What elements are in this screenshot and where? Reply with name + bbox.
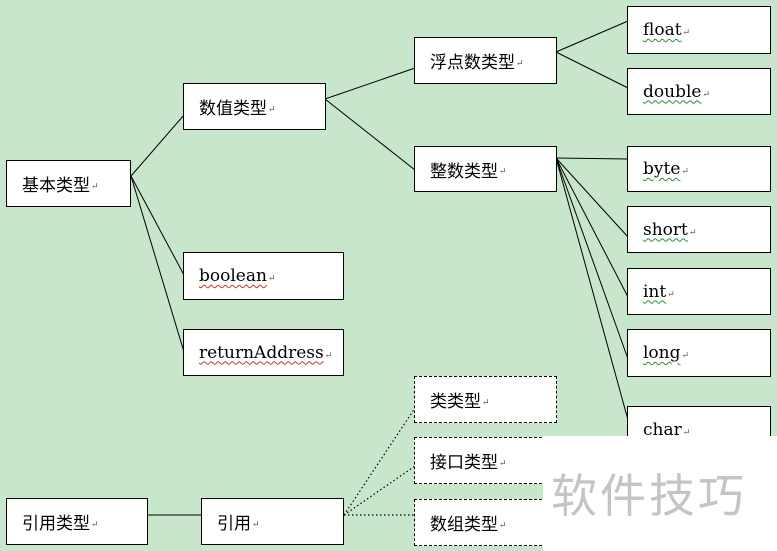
- paragraph-mark-icon: ↵: [268, 104, 276, 115]
- node-numeric-type-label: 数值类型: [199, 99, 267, 119]
- node-reference-type-label: 引用类型: [22, 514, 90, 534]
- node-numeric-type: 数值类型↵: [183, 83, 326, 130]
- paragraph-mark-icon: ↵: [682, 428, 691, 438]
- paragraph-mark-icon: ↵: [91, 519, 99, 530]
- node-short-label: short: [643, 219, 688, 240]
- connector-numeric-float-type: [324, 67, 416, 100]
- paragraph-mark-icon: ↵: [681, 167, 689, 177]
- node-integer-type-label: 整数类型: [430, 161, 498, 182]
- paragraph-mark-icon: ↵: [499, 167, 507, 177]
- paragraph-mark-icon: ↵: [482, 397, 490, 408]
- paragraph-mark-icon: ↵: [324, 350, 333, 361]
- connector-ref-class-type: [343, 407, 416, 516]
- connector-basic-numeric: [130, 114, 185, 177]
- node-int-label: int: [643, 281, 667, 302]
- connector-floattype-double: [555, 51, 629, 89]
- paragraph-mark-icon: ↵: [252, 519, 260, 530]
- node-long: long↵: [627, 329, 771, 377]
- node-boolean: boolean↵: [183, 252, 344, 300]
- paragraph-mark-icon: ↵: [688, 227, 697, 238]
- paragraph-mark-icon: ↵: [499, 520, 507, 531]
- node-reference-type: 引用类型↵: [6, 498, 148, 545]
- node-double-label: double: [643, 81, 702, 102]
- connector-numeric-integer-type: [324, 98, 416, 171]
- connector-basic-boolean: [130, 175, 185, 276]
- node-array-type-label: 数组类型: [430, 515, 498, 535]
- node-return-address: returnAddress↵: [183, 329, 344, 376]
- node-reference-label: 引用: [217, 514, 251, 534]
- connector-floattype-float: [555, 20, 629, 53]
- node-float: float↵: [627, 6, 771, 54]
- node-basic-type-label: 基本类型: [22, 176, 90, 196]
- connector-ref-interface-type: [343, 465, 416, 516]
- paragraph-mark-icon: ↵: [499, 458, 507, 469]
- connector-integer-int: [555, 157, 629, 298]
- node-float-label: float: [643, 20, 682, 40]
- node-class-type: 类类型↵: [414, 376, 557, 423]
- paragraph-mark-icon: ↵: [516, 58, 524, 69]
- watermark-panel: [543, 436, 777, 551]
- node-interface-type-label: 接口类型: [430, 453, 498, 473]
- paragraph-mark-icon: ↵: [91, 181, 99, 192]
- node-basic-type: 基本类型↵: [6, 160, 131, 207]
- node-byte: byte↵: [627, 146, 771, 192]
- node-char-label: char: [643, 420, 682, 440]
- connector-basic-returnaddress: [130, 175, 185, 353]
- node-float-type-label: 浮点数类型: [430, 53, 515, 73]
- node-interface-type: 接口类型↵: [414, 437, 557, 484]
- connector-integer-byte: [555, 157, 629, 160]
- node-integer-type: 整数类型↵: [414, 146, 557, 192]
- paragraph-mark-icon: ↵: [267, 274, 276, 284]
- connector-integer-long: [555, 157, 629, 360]
- paragraph-mark-icon: ↵: [682, 28, 691, 38]
- node-long-label: long: [643, 343, 681, 363]
- node-byte-label: byte: [643, 159, 681, 179]
- connector-integer-char: [555, 157, 629, 421]
- paragraph-mark-icon: ↵: [702, 89, 710, 100]
- node-array-type: 数组类型↵: [414, 499, 557, 546]
- paragraph-mark-icon: ↵: [667, 289, 675, 300]
- connector-integer-short: [555, 157, 629, 238]
- node-class-type-label: 类类型: [430, 392, 481, 412]
- watermark-text: 软件技巧: [551, 469, 747, 523]
- node-short: short↵: [627, 206, 771, 253]
- node-return-address-label: returnAddress: [199, 342, 324, 363]
- node-float-type: 浮点数类型↵: [414, 37, 557, 84]
- node-reference: 引用↵: [201, 498, 344, 545]
- paragraph-mark-icon: ↵: [681, 351, 690, 361]
- node-double: double↵: [627, 68, 771, 115]
- node-int: int↵: [627, 268, 771, 315]
- node-boolean-label: boolean: [199, 266, 267, 286]
